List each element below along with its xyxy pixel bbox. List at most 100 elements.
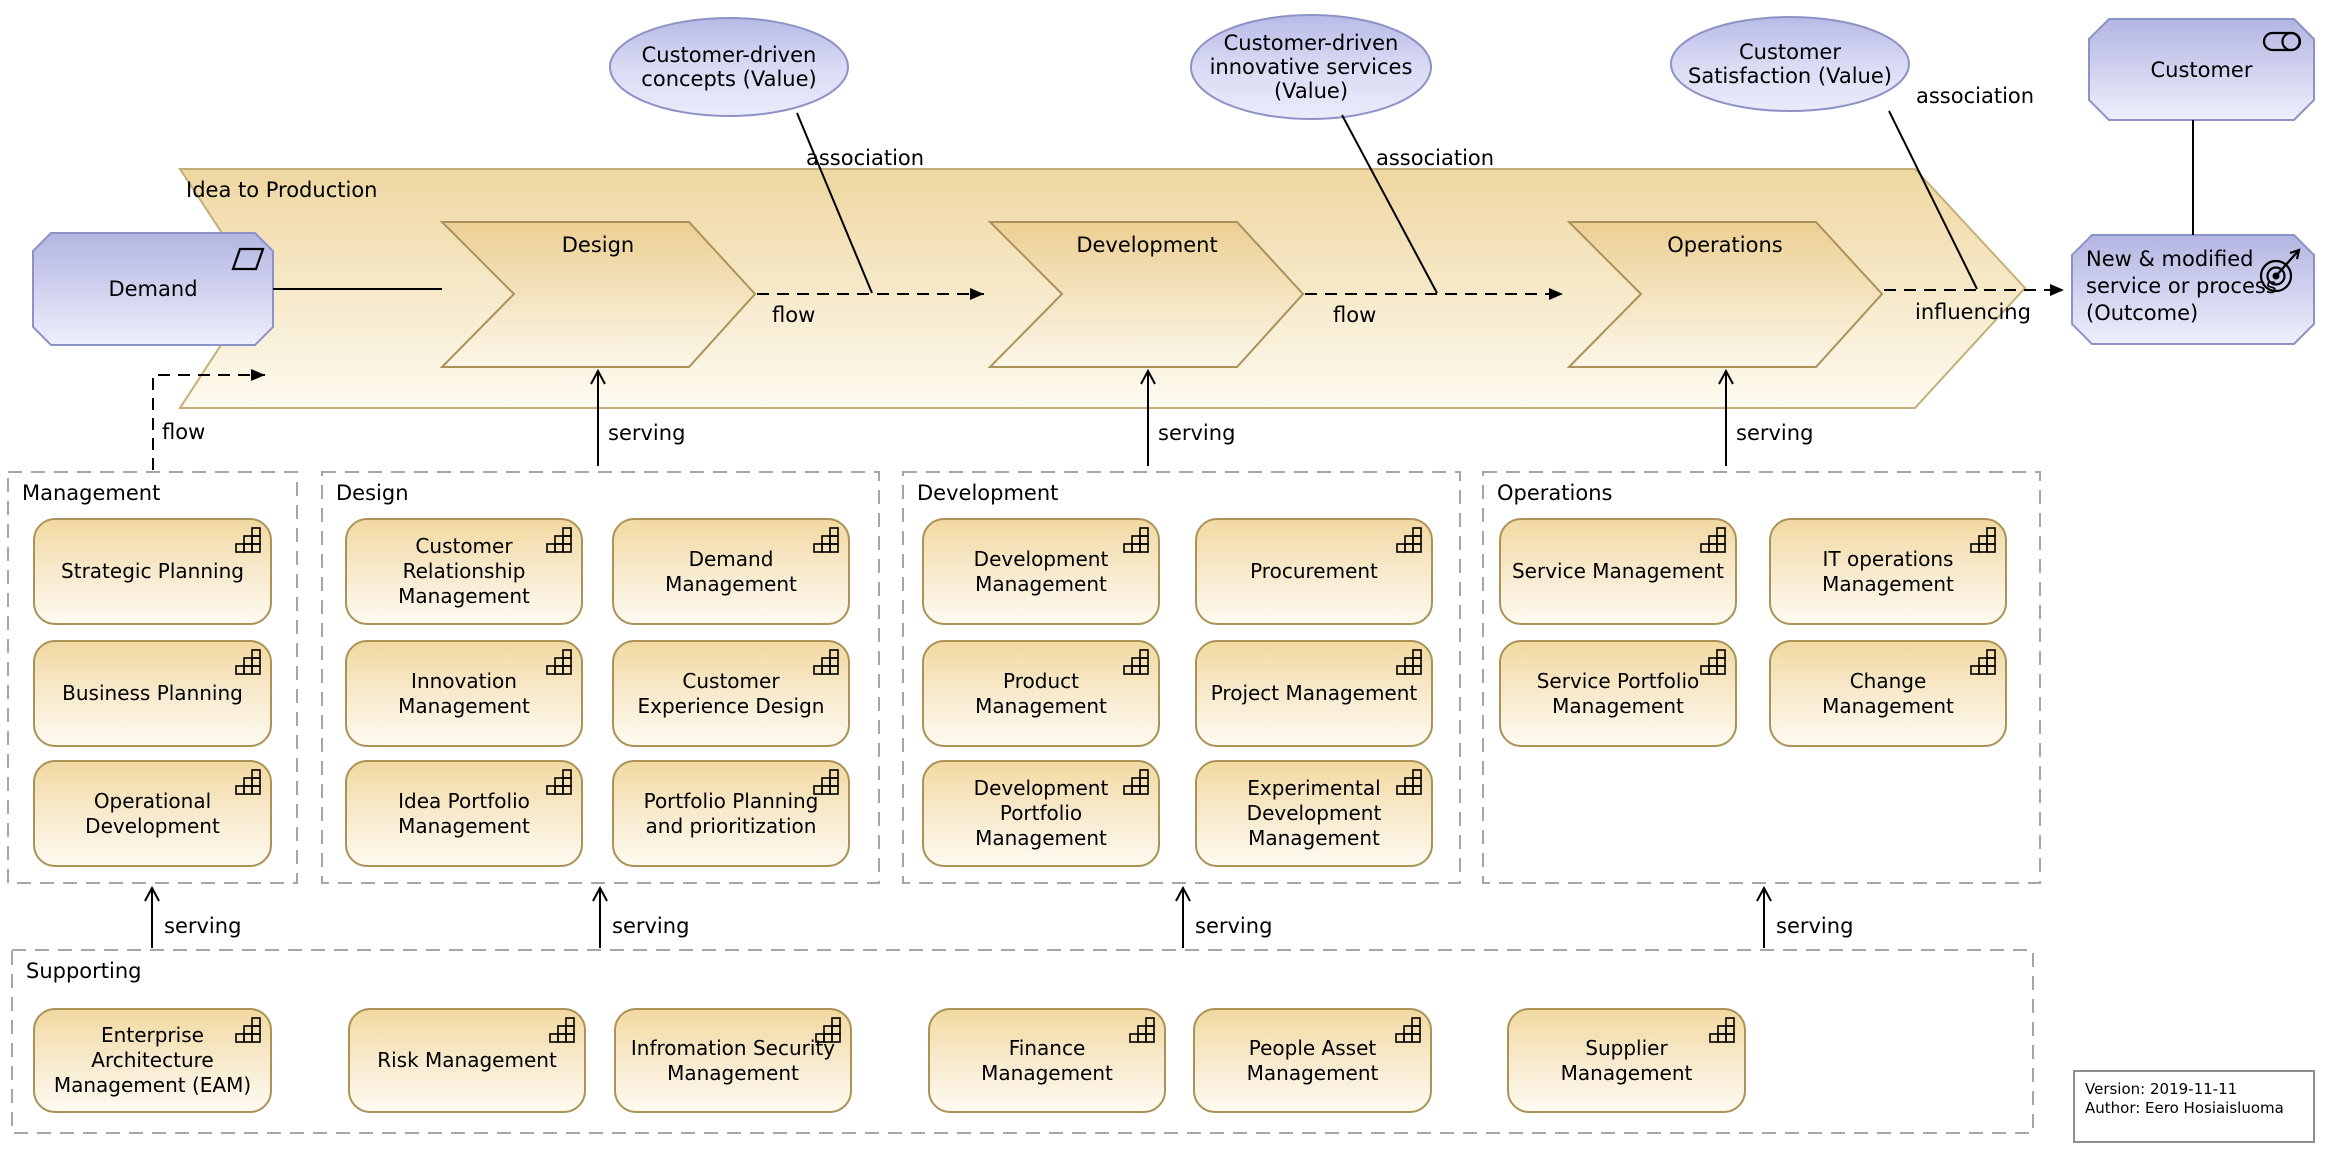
stage-chevron-development[interactable] xyxy=(987,221,1305,368)
capability-label: Procurement xyxy=(1250,559,1378,583)
capability-label: Portfolio Planning and prioritization xyxy=(643,788,819,838)
capability-development-portfolio-management[interactable]: Development Portfolio Management xyxy=(922,760,1160,867)
capability-strategic-planning[interactable]: Strategic Planning xyxy=(33,518,272,625)
capability-label: Customer Relationship Management xyxy=(398,534,530,608)
capability-icon xyxy=(546,527,572,559)
group-operations[interactable] xyxy=(1482,471,2041,884)
customer-element[interactable] xyxy=(2088,18,2315,121)
capability-icon xyxy=(546,769,572,801)
capability-risk-management[interactable]: Risk Management xyxy=(348,1008,586,1113)
business-role-icon xyxy=(2262,31,2302,52)
serving-label-sup-development: serving xyxy=(1195,914,1273,938)
capability-icon xyxy=(549,1017,575,1049)
value-ellipse-concepts[interactable] xyxy=(609,17,849,117)
association-concepts xyxy=(796,112,873,294)
capability-service-management[interactable]: Service Management xyxy=(1499,518,1737,625)
capability-service-portfolio-management[interactable]: Service Portfolio Management xyxy=(1499,640,1737,747)
association-label-1: association xyxy=(806,146,925,170)
value-label-concepts: Customer-driven concepts (Value) xyxy=(641,43,817,91)
group-management[interactable] xyxy=(7,471,298,884)
outcome-icon xyxy=(2259,248,2301,293)
capability-label: Innovation Management xyxy=(398,668,530,718)
capability-icon xyxy=(546,649,572,681)
value-label-satisfaction: Customer Satisfaction (Value) xyxy=(1688,40,1892,88)
capability-label: Experimental Development Management xyxy=(1246,776,1382,850)
group-title-supporting: Supporting xyxy=(26,959,142,983)
author-text: Author: Eero Hosiaisluoma xyxy=(2085,1099,2284,1117)
demand-element[interactable] xyxy=(32,232,274,346)
capability-operational-development[interactable]: Operational Development xyxy=(33,760,272,867)
capability-icon xyxy=(235,1017,261,1049)
outcome-label: New & modified service or process (Outco… xyxy=(2086,247,2277,325)
flow-arrow-management-band xyxy=(152,369,265,470)
capability-people-asset-management[interactable]: People Asset Management xyxy=(1193,1008,1432,1113)
capability-change-management[interactable]: Change Management xyxy=(1769,640,2007,747)
capability-icon xyxy=(1970,527,1996,559)
group-title-design: Design xyxy=(336,481,409,505)
capability-icon xyxy=(813,649,839,681)
capability-supplier-management[interactable]: Supplier Management xyxy=(1507,1008,1746,1113)
serving-label-design: serving xyxy=(608,421,686,445)
capability-experimental-development-management[interactable]: Experimental Development Management xyxy=(1195,760,1433,867)
capability-icon xyxy=(235,769,261,801)
capability-label: Business Planning xyxy=(62,681,243,705)
capability-product-management[interactable]: Product Management xyxy=(922,640,1160,747)
value-ellipse-innovative-services[interactable] xyxy=(1190,14,1432,120)
capability-label: Development Portfolio Management xyxy=(973,776,1109,850)
serving-label-sup-management: serving xyxy=(164,914,242,938)
capability-icon xyxy=(235,649,261,681)
capability-icon xyxy=(1709,1017,1735,1049)
capability-icon xyxy=(1395,1017,1421,1049)
capability-label: Strategic Planning xyxy=(61,559,244,583)
capability-project-management[interactable]: Project Management xyxy=(1195,640,1433,747)
association-label-3: association xyxy=(1916,84,2035,108)
capability-label: Idea Portfolio Management xyxy=(398,788,530,838)
customer-label: Customer xyxy=(2150,58,2253,82)
capability-icon xyxy=(1129,1017,1155,1049)
capability-procurement[interactable]: Procurement xyxy=(1195,518,1433,625)
capability-demand-management[interactable]: Demand Management xyxy=(612,518,850,625)
capability-icon xyxy=(1396,769,1422,801)
stage-chevron-operations[interactable] xyxy=(1566,221,1884,368)
capability-portfolio-planning-prioritization[interactable]: Portfolio Planning and prioritization xyxy=(612,760,850,867)
capability-label: Enterprise Architecture Management (EAM) xyxy=(53,1023,252,1097)
capability-icon xyxy=(1396,527,1422,559)
influencing-label: influencing xyxy=(1915,300,2031,324)
capability-label: Customer Experience Design xyxy=(637,668,825,718)
group-title-management: Management xyxy=(22,481,161,505)
value-stream-title: Idea to Production xyxy=(186,178,378,202)
capability-it-operations-management[interactable]: IT operations Management xyxy=(1769,518,2007,625)
capability-development-management[interactable]: Development Management xyxy=(922,518,1160,625)
capability-label: Project Management xyxy=(1210,681,1418,705)
capability-customer-experience-design[interactable]: Customer Experience Design xyxy=(612,640,850,747)
capability-label: Infromation Security Management xyxy=(630,1035,836,1085)
serving-label-development: serving xyxy=(1158,421,1236,445)
group-design[interactable] xyxy=(321,471,880,884)
serving-label-sup-operations: serving xyxy=(1776,914,1854,938)
capability-icon xyxy=(1970,649,1996,681)
capability-label: Finance Management xyxy=(981,1035,1113,1085)
capability-business-planning[interactable]: Business Planning xyxy=(33,640,272,747)
capability-idea-portfolio-management[interactable]: Idea Portfolio Management xyxy=(345,760,583,867)
outcome-element[interactable] xyxy=(2071,234,2315,345)
capability-information-security-management[interactable]: Infromation Security Management xyxy=(614,1008,852,1113)
group-development[interactable] xyxy=(902,471,1461,884)
flow-label-1: flow xyxy=(772,303,816,327)
capability-innovation-management[interactable]: Innovation Management xyxy=(345,640,583,747)
capability-label: Risk Management xyxy=(377,1048,557,1072)
serving-label-operations: serving xyxy=(1736,421,1814,445)
value-ellipse-customer-satisfaction[interactable] xyxy=(1670,16,1910,112)
capability-icon xyxy=(1123,649,1149,681)
association-label-2: association xyxy=(1376,146,1495,170)
capability-customer-relationship-management[interactable]: Customer Relationship Management xyxy=(345,518,583,625)
flow-label-management: flow xyxy=(162,420,206,444)
capability-enterprise-architecture-management[interactable]: Enterprise Architecture Management (EAM) xyxy=(33,1008,272,1113)
stage-chevron-design[interactable] xyxy=(439,221,757,368)
stage-label-development: Development xyxy=(1076,233,1218,257)
capability-icon xyxy=(1700,649,1726,681)
capability-finance-management[interactable]: Finance Management xyxy=(928,1008,1166,1113)
capability-label: Service Portfolio Management xyxy=(1536,668,1700,718)
version-note: Version: 2019-11-11 Author: Eero Hosiais… xyxy=(2073,1070,2315,1143)
association-innovative xyxy=(1341,114,1438,294)
